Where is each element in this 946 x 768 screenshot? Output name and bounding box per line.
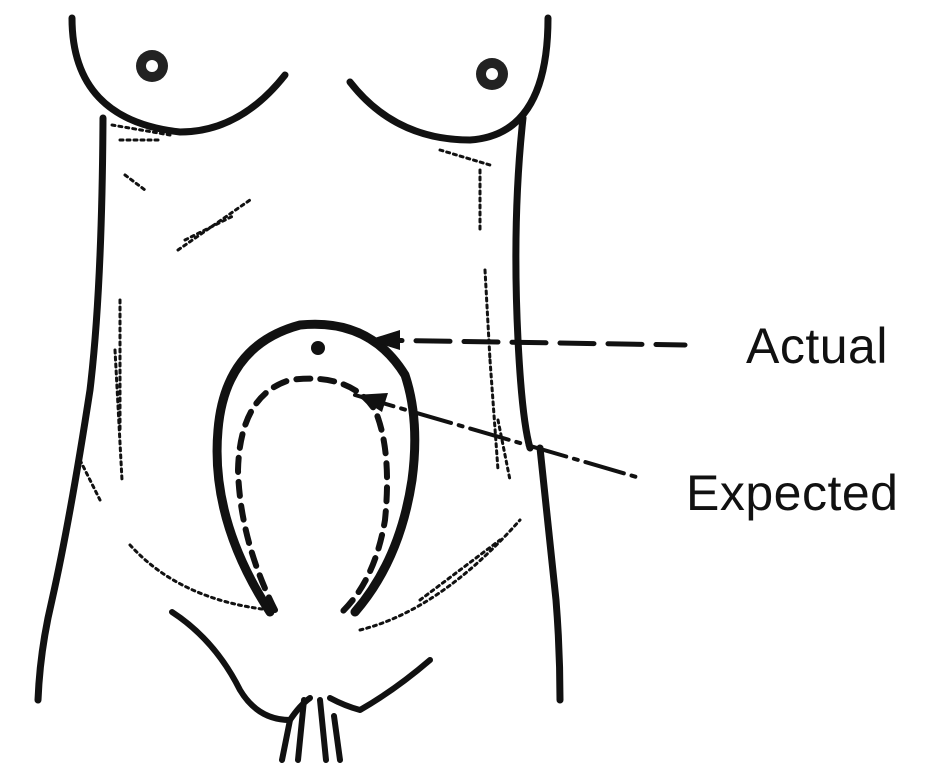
umbilicus	[311, 341, 325, 355]
breast-outlines	[72, 18, 548, 140]
label-expected: Expected	[686, 465, 898, 521]
expected-uterus-outline	[238, 379, 387, 612]
body-outline	[38, 118, 560, 760]
label-actual: Actual	[746, 318, 888, 374]
